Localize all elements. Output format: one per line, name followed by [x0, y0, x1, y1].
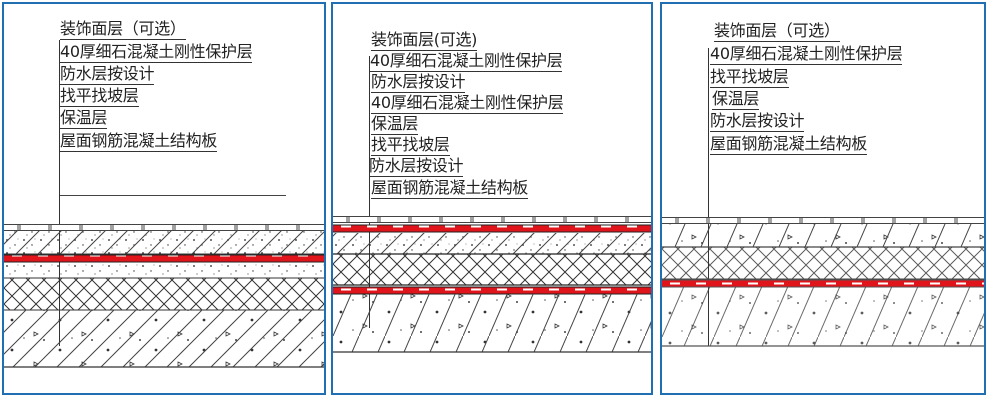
tile-layer	[333, 216, 651, 223]
label-waterproof-upper: 防水层按设计	[371, 72, 466, 93]
leader-line	[708, 48, 710, 346]
insulation-layer	[333, 254, 651, 286]
structural-slab-layer	[333, 294, 651, 353]
label-screed: 找平找坡层	[371, 135, 450, 156]
fine-concrete-layer	[333, 233, 651, 255]
leader-line	[59, 40, 61, 346]
structural-slab-layer	[662, 287, 984, 347]
label-finish-layer: 装饰面层（可选）	[60, 19, 186, 40]
waterproof-layer-lower	[333, 286, 651, 295]
label-waterproof: 防水层按设计	[60, 64, 155, 85]
label-screed: 找平找坡层	[60, 86, 139, 107]
waterproof-layer-upper	[333, 224, 651, 233]
leader-line	[369, 56, 371, 328]
waterproof-layer	[662, 279, 984, 288]
fine-concrete-layer	[662, 224, 984, 248]
screed-layer	[4, 263, 324, 279]
structural-slab-layer	[4, 310, 324, 368]
label-insulation: 保温层	[60, 108, 108, 129]
roof-section-drawing	[662, 217, 984, 347]
label-protective-concrete: 40厚细石混凝土刚性保护层	[370, 51, 563, 72]
fine-concrete-layer	[4, 231, 324, 255]
detail-panel-1: 装饰面层（可选） 40厚细石混凝土刚性保护层 防水层按设计 找平找坡层 保温层 …	[2, 2, 326, 395]
label-screed: 找平找坡层	[710, 67, 789, 88]
tile-layer	[662, 217, 984, 224]
label-insulation: 保温层	[371, 114, 419, 135]
label-finish-layer: 装饰面层(可选)	[371, 30, 478, 51]
label-insulation: 保温层	[712, 89, 760, 110]
insulation-layer	[4, 278, 324, 311]
label-structural-slab: 屋面钢筋混凝土结构板	[710, 134, 868, 155]
detail-panel-3: 装饰面层（可选） 40厚细石混凝土刚性保护层 找平找坡层 保温层 防水层按设计 …	[660, 2, 986, 395]
insulation-layer	[662, 247, 984, 280]
label-waterproof: 防水层按设计	[710, 111, 805, 132]
label-protective-concrete: 40厚细石混凝土刚性保护层	[710, 44, 903, 65]
detail-panel-2: 装饰面层(可选) 40厚细石混凝土刚性保护层 防水层按设计 40厚细石混凝土刚性…	[331, 2, 653, 395]
label-protective-concrete-2: 40厚细石混凝土刚性保护层	[371, 93, 564, 114]
label-waterproof-lower: 防水层按设计	[369, 156, 464, 177]
label-structural-slab: 屋面钢筋混凝土结构板	[60, 131, 218, 152]
roof-section-drawing	[4, 224, 324, 368]
label-finish-layer: 装饰面层（可选）	[714, 21, 840, 42]
waterproof-layer	[4, 254, 324, 263]
label-structural-slab: 屋面钢筋混凝土结构板	[371, 178, 529, 199]
label-protective-concrete: 40厚细石混凝土刚性保护层	[60, 42, 253, 63]
tile-layer	[4, 224, 324, 231]
roof-section-drawing	[333, 216, 651, 353]
extra-leader-line	[60, 195, 286, 197]
